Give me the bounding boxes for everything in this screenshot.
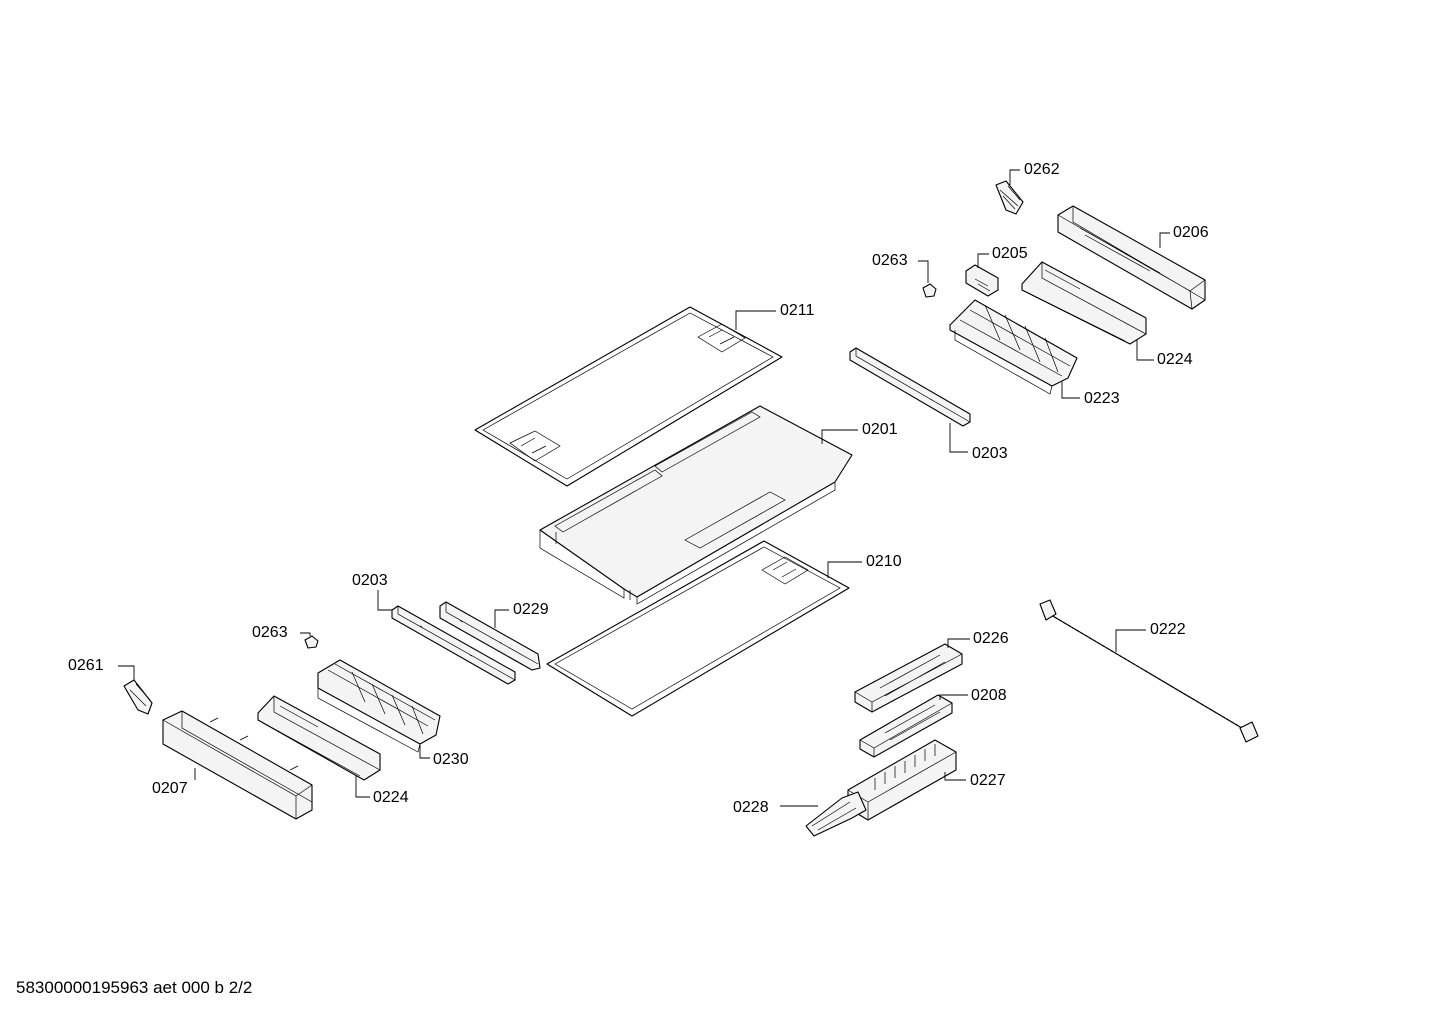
callout-0226-label: 0226 <box>973 630 1009 647</box>
part-0261[interactable] <box>123 679 153 715</box>
part-0230[interactable] <box>317 659 441 753</box>
callout-0263-left-label: 0263 <box>252 624 288 641</box>
part-0208[interactable] <box>859 694 953 758</box>
part-0210[interactable] <box>546 540 850 717</box>
callout-0222: 0222 <box>1115 621 1186 652</box>
callout-0229: 0229 <box>494 601 549 628</box>
part-0201[interactable] <box>539 405 853 605</box>
callout-0201: 0201 <box>821 421 898 444</box>
callout-0226: 0226 <box>947 630 1009 648</box>
callout-0263-top: 0263 <box>872 252 929 283</box>
callout-0210-label: 0210 <box>866 553 902 570</box>
callout-0262-label: 0262 <box>1024 161 1060 178</box>
callout-0228-label: 0228 <box>733 799 769 816</box>
callout-0262: 0262 <box>1009 161 1060 185</box>
callout-0224-bottom: 0224 <box>355 776 409 806</box>
callout-0203-left: 0203 <box>352 572 392 611</box>
part-0224-top[interactable] <box>1021 261 1147 345</box>
part-0224-bottom[interactable] <box>257 695 381 781</box>
callout-0201-label: 0201 <box>862 421 898 438</box>
callout-0203-right: 0203 <box>949 423 1008 462</box>
part-0223[interactable] <box>949 299 1078 395</box>
part-0229[interactable] <box>439 601 541 671</box>
callout-0224-top: 0224 <box>1136 340 1193 368</box>
part-0206[interactable] <box>1057 205 1206 310</box>
callout-0203-right-label: 0203 <box>972 445 1008 462</box>
document-id: 58300000195963 aet 000 b 2/2 <box>16 978 253 997</box>
callout-0206: 0206 <box>1159 224 1209 248</box>
callout-0224-bottom-label: 0224 <box>373 789 409 806</box>
part-0263-left[interactable] <box>304 635 319 649</box>
part-0263-top[interactable] <box>922 283 937 298</box>
callout-0230-label: 0230 <box>433 751 469 768</box>
part-0203-left[interactable] <box>391 605 516 685</box>
part-0207[interactable] <box>162 710 313 820</box>
callout-0203-left-label: 0203 <box>352 572 388 589</box>
callout-0261: 0261 <box>68 657 135 680</box>
part-0262[interactable] <box>995 180 1024 215</box>
callout-0205: 0205 <box>977 245 1028 268</box>
callout-0206-label: 0206 <box>1173 224 1209 241</box>
callout-0230: 0230 <box>419 744 469 768</box>
part-0222[interactable] <box>1039 599 1259 743</box>
callout-0224-top-label: 0224 <box>1157 351 1193 368</box>
part-0203-right[interactable] <box>849 347 971 427</box>
callout-0211-label: 0211 <box>780 302 815 319</box>
callout-0263-top-label: 0263 <box>872 252 908 269</box>
callout-0229-label: 0229 <box>513 601 549 618</box>
part-0205[interactable] <box>965 264 999 297</box>
callout-0205-label: 0205 <box>992 245 1028 262</box>
callout-0223-label: 0223 <box>1084 390 1120 407</box>
callout-0223: 0223 <box>1061 382 1120 407</box>
callout-0208-label: 0208 <box>971 687 1007 704</box>
callout-0210: 0210 <box>827 553 902 578</box>
part-0226[interactable] <box>854 643 963 713</box>
callout-0211: 0211 <box>735 302 815 330</box>
callout-0208: 0208 <box>939 687 1007 704</box>
part-0228[interactable] <box>805 791 867 837</box>
callout-0227: 0227 <box>944 772 1006 789</box>
callout-0261-label: 0261 <box>68 657 104 674</box>
callout-0227-label: 0227 <box>970 772 1006 789</box>
callout-0207-label: 0207 <box>152 780 188 797</box>
callout-0228: 0228 <box>733 799 818 816</box>
callout-0222-label: 0222 <box>1150 621 1186 638</box>
part-0211[interactable] <box>474 306 783 487</box>
callout-0263-left: 0263 <box>252 624 311 641</box>
callout-0207: 0207 <box>152 768 196 797</box>
